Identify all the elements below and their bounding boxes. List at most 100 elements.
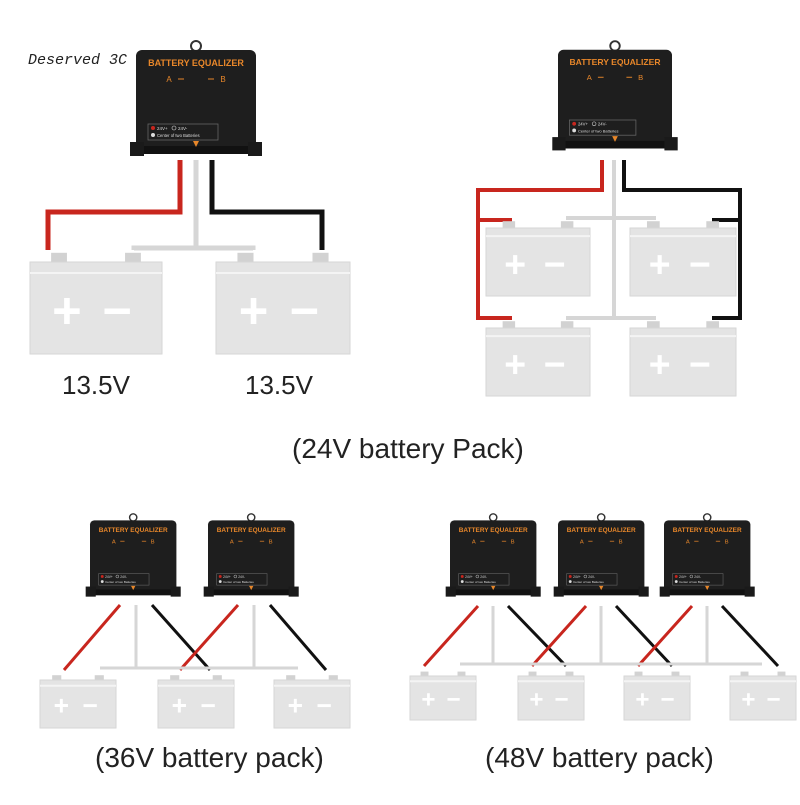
battery-minus-icon: −: [316, 691, 331, 721]
battery-48v-1: +−: [409, 671, 477, 721]
equalizer-title: BATTERY EQUALIZER: [567, 527, 636, 534]
mode-24v-plus-led-icon: [460, 575, 464, 578]
series-link-wire: [131, 245, 256, 251]
terminal-negative: [125, 252, 141, 264]
mode-24v-plus-label: 24V+: [465, 575, 473, 579]
terminal-b-label: B: [619, 539, 623, 545]
mode-24v-led-icon: [591, 121, 597, 126]
mode-24v-led-icon: [475, 574, 480, 579]
mode-24v-led-icon: [583, 574, 588, 579]
battery-plus-icon: +: [172, 691, 187, 721]
battery-48v-4: +−: [729, 671, 797, 721]
equalizer-title: BATTERY EQUALIZER: [459, 527, 528, 534]
mount-tab-left: [445, 586, 456, 597]
mode-24v-label: 24V-: [120, 575, 127, 579]
terminal-b-label: B: [269, 539, 273, 545]
battery-36v-1: +−: [39, 675, 117, 729]
mode-panel: [147, 123, 219, 141]
battery-body: [485, 327, 591, 397]
terminal-positive: [646, 321, 660, 330]
mode-24v-plus-led-icon: [572, 121, 577, 126]
negative-wire: [268, 604, 328, 671]
mode-center-label: Center of two Batteries: [573, 580, 604, 584]
battery-tr-3: +−: [485, 321, 591, 397]
equalizer-base: [450, 589, 537, 596]
battery-plus-icon: +: [649, 243, 671, 285]
pack-36v-label: (36V battery pack): [95, 742, 324, 773]
equalizer-title: BATTERY EQUALIZER: [569, 57, 660, 67]
equalizer-title: BATTERY EQUALIZER: [217, 527, 286, 534]
battery-tl-2: +−: [215, 252, 351, 355]
equalizer-body: [136, 50, 256, 154]
equalizer-title: BATTERY EQUALIZER: [99, 527, 168, 534]
mode-24v-label: 24V-: [480, 575, 487, 579]
hang-hole-icon: [488, 513, 498, 522]
mode-24v-plus-label: 24V+: [157, 126, 168, 131]
negative-wire: [209, 160, 325, 250]
battery-48v-3: +−: [623, 671, 691, 721]
mode-panel: [98, 573, 150, 586]
mode-24v-label: 24V-: [598, 122, 607, 127]
terminal-positive: [170, 675, 180, 682]
mount-tab-right: [248, 142, 262, 156]
positive-wire: [422, 604, 480, 668]
terminal-negative: [706, 321, 720, 330]
mode-24v-plus-label: 24V+: [573, 575, 581, 579]
equalizer-body: [558, 520, 645, 596]
negative-wire: [614, 604, 674, 668]
mount-tab-right: [664, 137, 678, 151]
battery-body: [29, 261, 163, 355]
terminal-b-label: B: [638, 73, 643, 82]
watermark-text: Deserved 3C: [28, 52, 128, 69]
terminal-negative: [312, 252, 329, 264]
battery-tr-2: +−: [629, 221, 737, 297]
mode-24v-plus-label: 24V+: [223, 575, 231, 579]
arrow-down-icon: [599, 585, 604, 591]
terminal-positive: [502, 221, 516, 230]
hang-hole-icon: [190, 40, 202, 52]
battery-48v-2: +−: [517, 671, 585, 721]
terminal-positive: [634, 671, 643, 678]
mode-center-label: Center of two Batteries: [465, 580, 496, 584]
battery-minus-icon: −: [554, 687, 568, 714]
battery-body: [273, 679, 351, 729]
mount-tab-right: [170, 586, 181, 597]
pack-24v-label: (24V battery Pack): [292, 433, 524, 464]
equalizer-base: [558, 140, 672, 149]
battery-plus-icon: +: [504, 343, 526, 385]
hang-hole-icon: [246, 513, 256, 522]
mode-center-led-icon: [460, 580, 464, 583]
battery-body: [157, 679, 235, 729]
terminal-negative: [328, 675, 338, 682]
terminal-b-label: B: [725, 539, 729, 545]
terminal-positive: [740, 671, 749, 678]
mode-24v-label: 24V-: [694, 575, 701, 579]
battery-plus-icon: +: [54, 691, 69, 721]
voltage-label-left: 13.5V: [62, 370, 130, 400]
mode-center-label: Center of two Batteries: [105, 580, 136, 584]
mode-center-led-icon: [218, 580, 222, 583]
terminal-positive: [420, 671, 429, 678]
terminal-positive: [237, 252, 254, 264]
terminal-negative: [94, 675, 104, 682]
battery-tr-1: +−: [485, 221, 591, 297]
terminal-b-label: B: [220, 75, 225, 84]
battery-minus-icon: −: [689, 343, 711, 385]
terminal-negative: [706, 221, 720, 230]
battery-minus-icon: −: [660, 687, 674, 714]
mode-24v-label: 24V-: [178, 126, 188, 131]
battery-plus-icon: +: [649, 343, 671, 385]
terminal-negative: [457, 671, 466, 678]
battery-plus-icon: +: [239, 282, 269, 339]
positive-wire: [62, 604, 122, 671]
mode-24v-led-icon: [689, 574, 694, 579]
battery-plus-icon: +: [529, 687, 543, 714]
equalizer-body: [558, 49, 672, 149]
mode-center-led-icon: [100, 580, 104, 583]
mode-panel: [566, 573, 618, 586]
mode-panel: [672, 573, 724, 586]
negative-wire: [720, 604, 780, 668]
